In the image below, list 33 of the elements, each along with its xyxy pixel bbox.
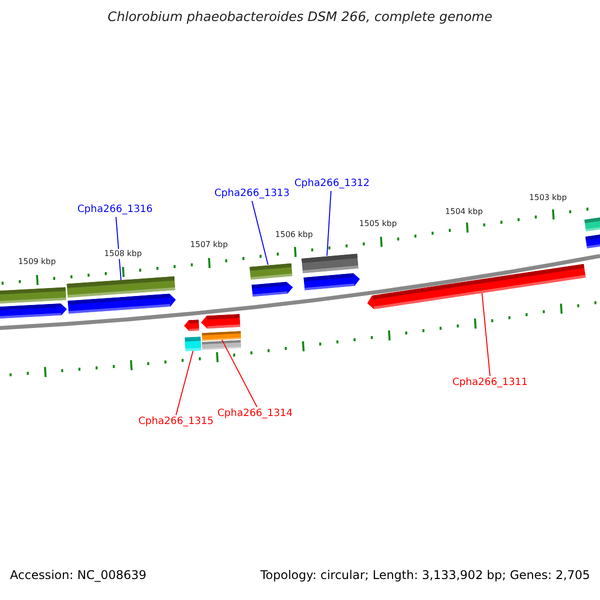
gene-bar (301, 253, 359, 273)
gene-bar (0, 303, 68, 319)
gene-label: Cpha266_1315 (138, 416, 214, 428)
gene-bar (201, 330, 241, 342)
gene-label: Cpha266_1314 (217, 408, 293, 420)
scale-label: 1503 kbp (529, 193, 567, 203)
gene-bar (201, 340, 241, 350)
gene-bar (304, 272, 360, 290)
title: Chlorobium phaeobacteroides DSM 266, complete genome (108, 10, 492, 25)
gene-bar (183, 319, 199, 331)
gene-bar (251, 281, 293, 297)
gene-bar (184, 336, 202, 352)
footer-text: Accession: NC_008639 (10, 568, 146, 582)
leader-line (222, 339, 258, 408)
leader-line (116, 216, 122, 280)
scale-label: 1509 kbp (18, 257, 56, 267)
gene-bar (250, 262, 292, 280)
gene-bar (0, 286, 66, 304)
footer-text: Topology: circular; Length: 3,133,902 bp; Genes: 2,705 (260, 568, 590, 582)
leader-line (176, 350, 194, 416)
scale-label: 1507 kbp (190, 240, 228, 250)
gene-label: Cpha266_1311 (452, 377, 528, 389)
gene-bar (366, 264, 586, 310)
scale-label: 1504 kbp (445, 207, 483, 217)
gene-label: Cpha266_1313 (214, 188, 290, 200)
scale-label: 1505 kbp (359, 219, 397, 229)
gene-label: Cpha266_1312 (294, 178, 370, 190)
gene-label: Cpha266_1316 (77, 204, 153, 216)
scale-label: 1508 kbp (104, 249, 142, 259)
scale-label: 1506 kbp (275, 230, 313, 240)
leader-line (482, 292, 490, 376)
leader-line (252, 200, 268, 266)
leader-line (326, 190, 332, 256)
